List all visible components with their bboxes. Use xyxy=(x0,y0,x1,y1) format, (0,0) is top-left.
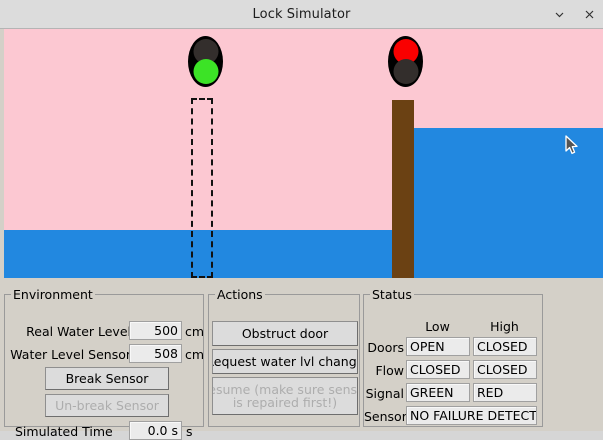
status-column-header-low: Low xyxy=(425,319,450,334)
water-level-sensor-input[interactable]: 508 xyxy=(129,344,182,363)
resume-button: Resume (make sure sensor is repaired fir… xyxy=(212,377,358,415)
lock-door-closed xyxy=(392,100,414,278)
request-water-level-change-button[interactable]: Request water lvl change xyxy=(212,349,358,374)
water-high-side xyxy=(412,128,603,278)
title-bar: Lock Simulator xyxy=(0,0,603,29)
real-water-level-input[interactable]: 500 xyxy=(129,321,182,340)
simulated-time-unit: s xyxy=(186,424,193,439)
obstruct-door-button[interactable]: Obstruct door xyxy=(212,321,358,346)
signal-low-green-lamp xyxy=(193,59,218,84)
status-signal-high: RED xyxy=(473,383,537,402)
break-sensor-button[interactable]: Break Sensor xyxy=(45,367,169,390)
window-controls xyxy=(551,0,597,29)
real-water-level-unit: cm xyxy=(185,324,205,339)
unbreak-sensor-button: Un-break Sensor xyxy=(45,394,169,417)
actions-group: Actions Obstruct door Request water lvl … xyxy=(208,287,360,427)
status-group: Status Low High Doors OPEN CLOSED Flow C… xyxy=(363,287,543,427)
status-column-header-high: High xyxy=(490,319,519,334)
window-title: Lock Simulator xyxy=(252,6,351,22)
canvas-left-margin xyxy=(0,29,4,278)
status-doors-low: OPEN xyxy=(406,337,470,356)
signal-high-green-lamp xyxy=(393,59,418,84)
water-low-side xyxy=(4,230,400,278)
status-row-label-doors: Doors xyxy=(367,340,404,355)
status-legend: Status xyxy=(372,287,412,302)
status-doors-high: CLOSED xyxy=(473,337,537,356)
environment-group: Environment Real Water Level 500 cm Wate… xyxy=(4,287,205,440)
status-row-label-flow: Flow xyxy=(375,363,404,378)
traffic-signal-high xyxy=(388,36,423,87)
status-flow-high: CLOSED xyxy=(473,360,537,379)
real-water-level-label: Real Water Level xyxy=(26,324,131,339)
lock-door-open-outline xyxy=(191,98,213,278)
status-row-label-signal: Signal xyxy=(365,386,404,401)
status-flow-low: CLOSED xyxy=(406,360,470,379)
traffic-signal-low xyxy=(188,36,223,87)
status-signal-low: GREEN xyxy=(406,383,470,402)
water-level-sensor-label: Water Level Sensor xyxy=(10,347,131,362)
resume-button-line-1: Resume (make sure sensor xyxy=(213,381,358,397)
control-panel: Environment Real Water Level 500 cm Wate… xyxy=(0,278,603,440)
actions-legend: Actions xyxy=(217,287,263,302)
status-row-label-sensor: Sensor xyxy=(364,409,407,424)
chevron-down-icon[interactable] xyxy=(551,7,567,23)
status-sensor-value: NO FAILURE DETECTED xyxy=(406,406,537,425)
water-level-sensor-unit: cm xyxy=(185,347,205,362)
resume-button-line-2: is repaired first!) xyxy=(232,395,338,410)
close-icon[interactable] xyxy=(581,7,597,23)
simulation-canvas[interactable] xyxy=(0,29,603,278)
simulated-time-label: Simulated Time xyxy=(15,424,113,439)
environment-legend: Environment xyxy=(13,287,93,302)
